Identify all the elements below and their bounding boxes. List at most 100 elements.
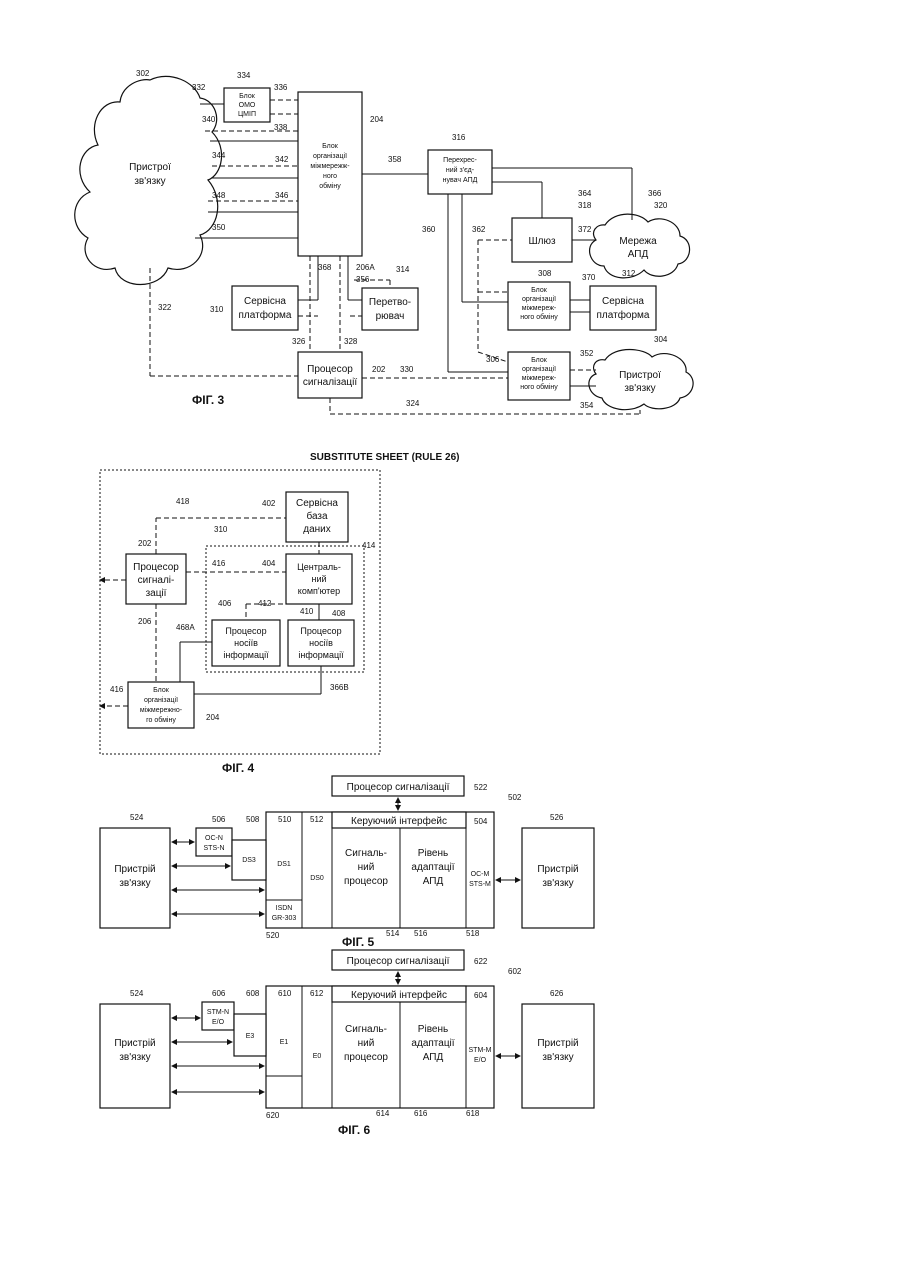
ref: 362 [472, 225, 486, 234]
fig6-caption: ФІГ. 6 [338, 1123, 371, 1137]
ref: 468A [176, 623, 195, 632]
ref: 526 [550, 813, 564, 822]
iw308-l3: міжмереж- [522, 304, 557, 312]
cp406-l1: Процесор [225, 626, 266, 636]
ref: 202 [372, 365, 386, 374]
signaling-processor [298, 352, 362, 398]
ref: 404 [262, 559, 276, 568]
f5dl-l1: Пристрій [114, 864, 155, 875]
ref: 304 [654, 335, 668, 344]
ref: 418 [176, 497, 190, 506]
f4iw-l4: го обміну [146, 716, 176, 724]
ref: 206A [356, 263, 375, 272]
ref: 358 [388, 155, 402, 164]
ref: 512 [310, 815, 324, 824]
stmn-l2: E/O [212, 1019, 225, 1026]
stmm-l2: E/O [474, 1057, 487, 1064]
ref: 610 [278, 989, 292, 998]
iw306-l3: міжмереж- [522, 374, 557, 382]
ds1-label: DS1 [277, 861, 291, 868]
ref: 414 [362, 541, 376, 550]
iw308-l4: ного обміну [520, 313, 558, 321]
ref: 334 [237, 71, 251, 80]
f5sig-l3: процесор [344, 876, 388, 887]
ref: 520 [266, 931, 280, 940]
cc-l3: комп'ютер [298, 586, 340, 596]
ref: 510 [278, 815, 292, 824]
ref: 606 [212, 989, 226, 998]
f6sp-label: Процесор сигналізації [347, 956, 450, 967]
f4iw-l1: Блок [153, 687, 170, 694]
ref: 618 [466, 1109, 480, 1118]
iw308-l1: Блок [531, 287, 548, 294]
ref: 508 [246, 815, 260, 824]
ref: 354 [580, 401, 594, 410]
ref: 316 [452, 133, 466, 142]
isdn-l1: ISDN [276, 905, 293, 912]
cc-l2: ний [311, 574, 326, 584]
f5sig-l1: Сигналь- [345, 848, 387, 859]
ref: 356 [356, 275, 370, 284]
sdb-l2: база [306, 510, 328, 522]
cp408-l1: Процесор [300, 626, 341, 636]
ref: 344 [212, 151, 226, 160]
omo-line3: ЦМІП [238, 111, 256, 118]
ref: 372 [578, 225, 592, 234]
ref: 614 [376, 1109, 390, 1118]
sdb-l3: даних [303, 524, 331, 535]
service-platform-312 [590, 286, 656, 330]
ref: 626 [550, 989, 564, 998]
ref: 522 [474, 783, 488, 792]
ref: 332 [192, 83, 206, 92]
sp310-l2: платформа [239, 309, 292, 321]
ref: 412 [258, 599, 272, 608]
sp202-l1: Процесор [307, 364, 353, 375]
conv-l2: рювач [376, 311, 405, 322]
sdb-l1: Сервісна [296, 498, 338, 509]
ref: 320 [654, 201, 668, 210]
e1-label: E1 [280, 1039, 289, 1046]
f5apd-l2: адаптації [411, 862, 454, 873]
f6sig-l3: процесор [344, 1052, 388, 1063]
f5dl-l2: зв'язку [119, 878, 150, 889]
ref: 340 [202, 115, 216, 124]
ref: 514 [386, 929, 400, 938]
ref: 322 [158, 303, 172, 312]
ref: 204 [206, 713, 220, 722]
ref: 518 [466, 929, 480, 938]
ref: 336 [274, 83, 288, 92]
cp408-l3: інформації [298, 650, 344, 660]
ref: 416 [212, 559, 226, 568]
f4iw-l2: організації [144, 696, 178, 704]
cloud-right-l1: Пристрої [619, 370, 661, 381]
cross-l1: Перехрес- [443, 157, 477, 164]
e3-label: E3 [246, 1033, 255, 1040]
ref: 524 [130, 813, 144, 822]
cross-l3: нувач АПД [443, 177, 478, 184]
fig4-caption: ФІГ. 4 [222, 761, 255, 775]
f6sig-l1: Сигналь- [345, 1024, 387, 1035]
cp406-l3: інформації [223, 650, 269, 660]
f4sp-l2: сигналі- [138, 575, 175, 586]
f6ctrl-label: Керуючий інтерфейс [351, 989, 447, 1001]
ref: 506 [212, 815, 226, 824]
ref: 204 [370, 115, 384, 124]
cc-l1: Централь- [297, 562, 341, 572]
f4iw-l3: міжмережно- [140, 706, 183, 714]
ref: 366B [330, 683, 349, 692]
ref: 370 [582, 273, 596, 282]
gateway-label: Шлюз [528, 236, 556, 247]
f5sp-label: Процесор сигналізації [347, 782, 450, 793]
ref: 416 [110, 685, 124, 694]
iw306-l1: Блок [531, 357, 548, 364]
f4sp-l1: Процесор [133, 562, 179, 573]
ref: 364 [578, 189, 592, 198]
sp312-l2: платформа [597, 309, 650, 321]
iw-main-l5: обміну [319, 182, 341, 190]
ocm-l2: STS-M [469, 881, 491, 888]
ref: 406 [218, 599, 232, 608]
ref: 620 [266, 1111, 280, 1120]
ref: 504 [474, 817, 488, 826]
figure-5: Процесор сигналізації Керуючий інтерфейс… [100, 776, 594, 949]
cloud-right-l2: зв'язку [624, 383, 655, 394]
